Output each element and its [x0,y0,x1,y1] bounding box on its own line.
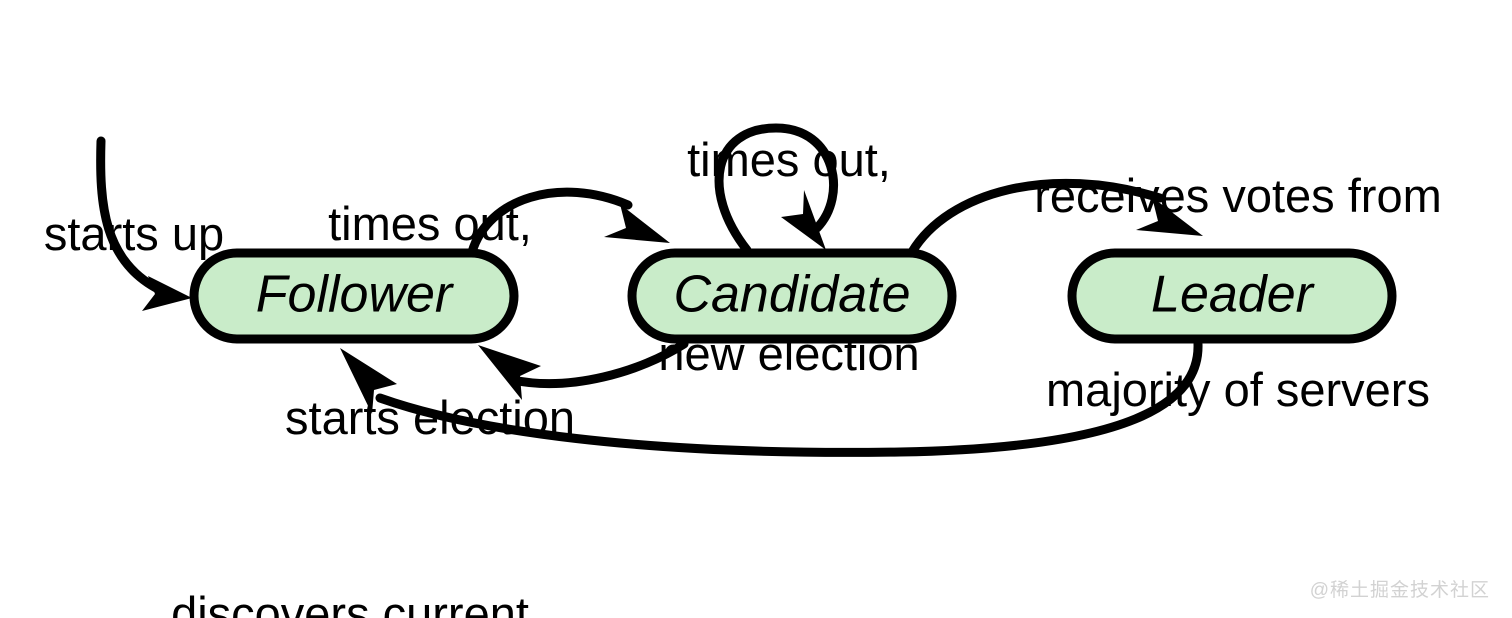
edge-candidate-to-leader-arrowhead [1136,197,1203,236]
edge-label-discovers-server-higher-term: discovers server with higher term [734,478,1122,618]
edge-label-times-out-new-election-line2: new election [658,327,920,381]
node-follower-label: Follower [256,266,455,324]
edge-label-discovers-current-leader: discovers current leader or new term [134,452,566,618]
edge-candidate-self-loop [714,123,839,255]
node-leader[interactable]: Leader [1067,248,1397,344]
edge-follower-to-candidate-path [467,187,633,257]
edge-label-receives-votes: receives votes from majority of servers [1010,34,1466,553]
edge-candidate-to-follower-arrowhead [478,345,541,400]
node-leader-shape [1067,248,1397,344]
node-candidate-shape [627,248,957,344]
edge-candidate-self-loop-arrowhead [781,190,826,250]
edge-candidate-to-follower [478,339,689,400]
edge-candidate-to-follower-path [508,339,689,389]
watermark: @稀土掘金技术社区 [1309,580,1490,601]
edge-follower-to-candidate [467,187,670,257]
edge-label-receives-votes-line1: receives votes from [1034,168,1442,222]
node-candidate[interactable]: Candidate [627,248,957,344]
edge-leader-to-follower [340,339,1203,457]
edge-candidate-to-leader-path [907,178,1165,257]
edge-label-starts-up-line1: starts up [43,206,225,260]
edge-label-discovers-current-leader-line1: discovers current [171,586,529,618]
edge-label-times-out-starts-election-line2: starts election [285,391,575,445]
edge-label-times-out-new-election-line1: times out, [687,132,891,186]
edge-leader-to-follower-arrowhead [340,348,397,414]
edge-start-to-follower-path [96,136,165,295]
edge-start-to-follower-arrowhead [142,276,192,311]
edge-candidate-to-leader [907,178,1203,257]
edge-leader-to-follower-path [375,339,1203,457]
edge-candidate-self-loop-path [714,123,839,255]
node-follower-shape [189,248,519,344]
edge-label-receives-votes-line2: majority of servers [1046,363,1430,417]
edge-label-times-out-new-election: times out, new election [640,0,938,517]
node-leader-label: Leader [1151,266,1316,324]
edge-label-starts-up: starts up [26,72,242,396]
edge-label-times-out-starts-election-line1: times out, [328,196,532,250]
edge-start-to-follower [96,136,192,311]
node-follower[interactable]: Follower [189,248,519,344]
edge-follower-to-candidate-arrowhead [604,204,670,243]
edge-label-times-out-starts-election: times out, starts election [264,62,596,581]
edge-label-discovers-server-higher-term-line1: discovers server [734,608,1122,618]
node-candidate-label: Candidate [673,266,910,324]
